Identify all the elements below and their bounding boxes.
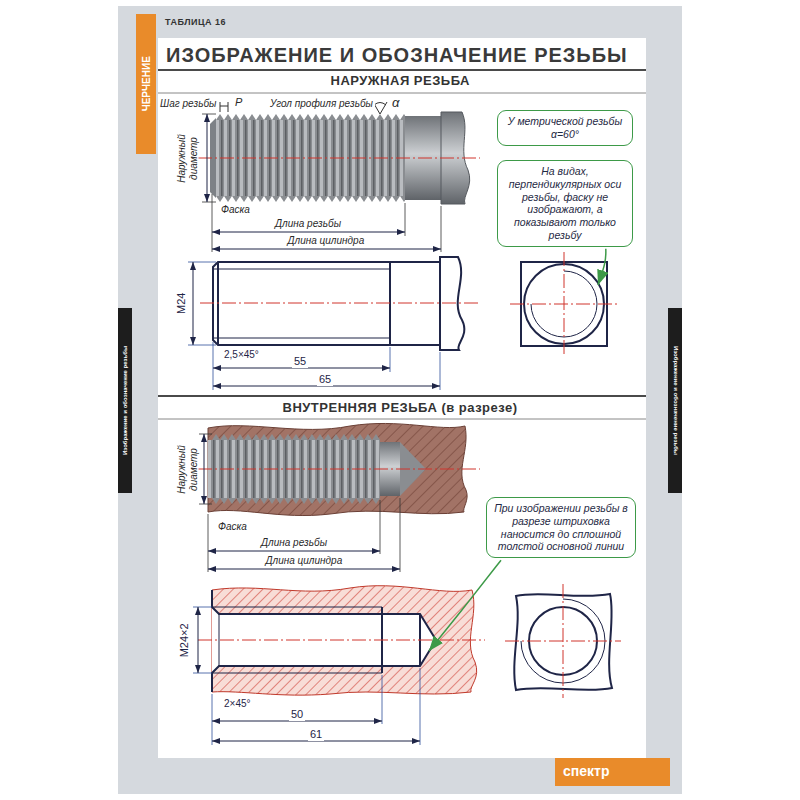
chamfer-label: Фаска bbox=[216, 521, 249, 533]
dimension-value: 50 bbox=[289, 708, 305, 721]
bore-outline bbox=[212, 590, 436, 692]
thread-crests bbox=[212, 434, 380, 440]
dimension-line bbox=[212, 232, 405, 233]
poster-panel bbox=[158, 38, 646, 758]
dimension-line bbox=[213, 368, 390, 369]
extension-line bbox=[202, 114, 216, 202]
table-number: ТАБЛИЦА 16 bbox=[165, 17, 226, 27]
extension-line bbox=[199, 434, 212, 504]
center-line bbox=[198, 640, 485, 641]
header-rule bbox=[158, 419, 646, 420]
dimension-line bbox=[198, 607, 199, 673]
dimension-line bbox=[193, 262, 194, 345]
callout-box: На видах, перпендикулярных оси резьбы, ф… bbox=[497, 160, 633, 247]
side-tab bbox=[668, 308, 682, 493]
extension-line bbox=[208, 498, 400, 572]
center-cross bbox=[510, 252, 618, 356]
dimension-value: 2,5×45° bbox=[222, 349, 261, 361]
length-label: Длина резьбы bbox=[259, 537, 329, 549]
length-label: Длина цилиндра bbox=[264, 555, 345, 567]
subject-tab: ЧЕРЧЕНИЕ bbox=[140, 56, 152, 111]
dimension-value: 65 bbox=[317, 373, 333, 386]
dimension-value: M24 bbox=[175, 290, 188, 315]
callout-box: При изображении резьбы в разрезе штрихов… bbox=[486, 497, 636, 558]
extension-line bbox=[188, 262, 216, 345]
dimension-value: M24×2 bbox=[178, 621, 191, 659]
callout-text: При изображении резьбы в разрезе штрихов… bbox=[493, 502, 629, 553]
thread-crests bbox=[216, 114, 405, 120]
side-tab bbox=[118, 308, 132, 493]
dimension-line bbox=[208, 569, 400, 570]
pitch-label: Шаг резьбы bbox=[158, 98, 218, 110]
section-rule bbox=[158, 395, 646, 397]
dimension-value: 55 bbox=[292, 355, 308, 368]
poster-frame bbox=[118, 6, 682, 794]
dimension-value: 2×45° bbox=[222, 698, 253, 710]
callout-box: У метрической резьбы α=60° bbox=[497, 110, 633, 146]
dimension-line bbox=[212, 741, 420, 742]
thread-crests bbox=[212, 498, 380, 504]
dimension-line bbox=[212, 721, 382, 722]
brand-logo: спектр bbox=[563, 763, 609, 779]
diameter-label: Наружный диаметр bbox=[176, 439, 199, 499]
extension-line bbox=[193, 607, 212, 673]
length-label: Длина резьбы bbox=[273, 218, 343, 230]
dimension-line bbox=[204, 434, 205, 504]
center-cross bbox=[505, 584, 621, 698]
side-tab-text: Изображение и обозначение резьбы bbox=[122, 345, 129, 454]
poster-title: ИЗОБРАЖЕНИЕ И ОБОЗНАЧЕНИЕ РЕЗЬБЫ bbox=[166, 44, 628, 67]
extension-line bbox=[213, 342, 440, 390]
diameter-label: Наружный диаметр bbox=[176, 128, 199, 188]
subject-band bbox=[136, 14, 156, 154]
leader-arrow bbox=[598, 249, 606, 285]
center-line bbox=[200, 303, 478, 304]
leader-arrow bbox=[429, 560, 501, 651]
callout-text: На видах, перпендикулярных оси резьбы, ф… bbox=[504, 165, 626, 242]
dimension-line bbox=[212, 249, 441, 250]
length-label: Длина цилиндра bbox=[286, 235, 367, 247]
title-rule bbox=[158, 69, 646, 71]
extension-line bbox=[212, 194, 441, 252]
chamfer-label: Фаска bbox=[219, 204, 252, 216]
header-rule bbox=[158, 93, 646, 94]
dimension-line bbox=[207, 114, 208, 202]
angle-symbol: α bbox=[390, 96, 401, 111]
center-line bbox=[198, 469, 480, 470]
center-line bbox=[198, 158, 480, 159]
dimension-line bbox=[213, 386, 440, 387]
angle-mark bbox=[373, 102, 387, 114]
callout-text: У метрической резьбы α=60° bbox=[504, 115, 626, 141]
side-tab-text: Изображение и обозначение резьбы bbox=[672, 345, 679, 454]
angle-label: Угол профиля резьбы bbox=[268, 98, 375, 110]
dimension-value: 61 bbox=[308, 728, 324, 741]
pitch-mark bbox=[220, 102, 228, 112]
pitch-symbol: P bbox=[233, 96, 244, 109]
section-heading: ВНУТРЕННЯЯ РЕЗЬБА (в разрезе) bbox=[283, 401, 518, 416]
section-heading: НАРУЖНАЯ РЕЗЬБА bbox=[331, 74, 470, 89]
thread-crests bbox=[216, 196, 405, 202]
brand-bar bbox=[555, 758, 670, 786]
extension-line bbox=[212, 668, 420, 745]
dimension-line bbox=[208, 551, 380, 552]
